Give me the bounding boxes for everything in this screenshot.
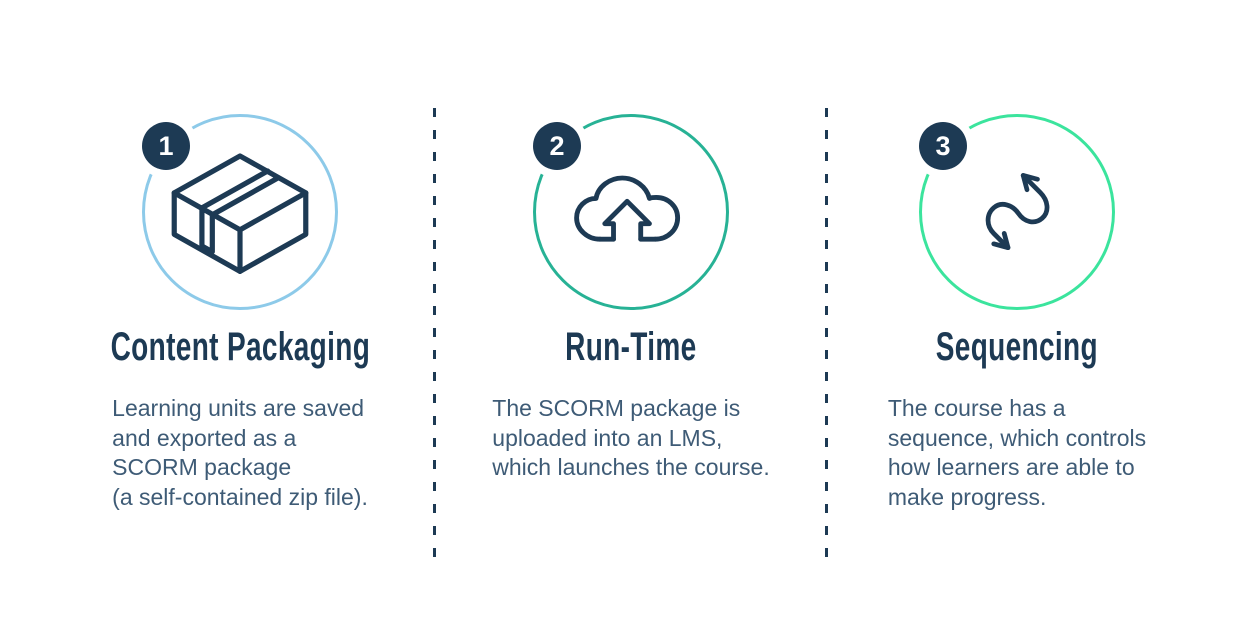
step-column-run-time: 2 Run-Time The SCORM package is uploaded… xyxy=(436,114,826,483)
step-title-2: Run-Time xyxy=(565,324,697,369)
step-description-3: The course has a sequence, which control… xyxy=(822,394,1212,512)
progress-ring-3 xyxy=(919,114,1115,310)
step-number: 1 xyxy=(158,130,174,161)
step-title-1: Content Packaging xyxy=(110,324,370,369)
description-line: sequence, which controls xyxy=(887,424,1147,451)
step-number-badge-3: 3 xyxy=(919,122,967,170)
step-column-sequencing: 3 Sequencing The course has a sequence, … xyxy=(822,114,1212,512)
dashed-divider-1 xyxy=(433,108,436,563)
progress-ring-2 xyxy=(533,114,729,310)
progress-ring-1 xyxy=(142,114,338,310)
step-circle-1: 1 xyxy=(142,114,338,310)
step-description-2: The SCORM package is uploaded into an LM… xyxy=(436,394,826,483)
description-line: which launches the course. xyxy=(492,454,770,480)
step-column-content-packaging: 1 Content Packaging Learning units are s… xyxy=(45,114,435,512)
step-number: 2 xyxy=(549,130,565,161)
description-line: SCORM package xyxy=(112,454,292,480)
description-line: Learning units are saved xyxy=(112,395,365,421)
description-line: (a self-contained zip file). xyxy=(112,483,368,510)
step-number-badge-2: 2 xyxy=(533,122,581,170)
description-line: uploaded into an LMS, xyxy=(492,424,723,451)
description-line: The SCORM package is xyxy=(492,395,741,421)
package-box-icon xyxy=(142,114,338,310)
step-circle-3: 3 xyxy=(919,114,1115,310)
step-circle-2: 2 xyxy=(533,114,729,310)
cloud-upload-icon xyxy=(533,114,729,310)
sequence-arrows-icon xyxy=(919,114,1115,310)
description-line: The course has a xyxy=(887,395,1066,421)
step-title-3: Sequencing xyxy=(935,324,1099,369)
dashed-divider-2 xyxy=(825,108,828,563)
step-number: 3 xyxy=(935,130,951,161)
step-number-badge-1: 1 xyxy=(142,122,190,170)
description-line: how learners are able to xyxy=(887,454,1135,480)
description-line: make progress. xyxy=(887,483,1047,510)
description-line: and exported as a xyxy=(112,424,297,451)
step-description-1: Learning units are saved and exported as… xyxy=(45,394,435,512)
